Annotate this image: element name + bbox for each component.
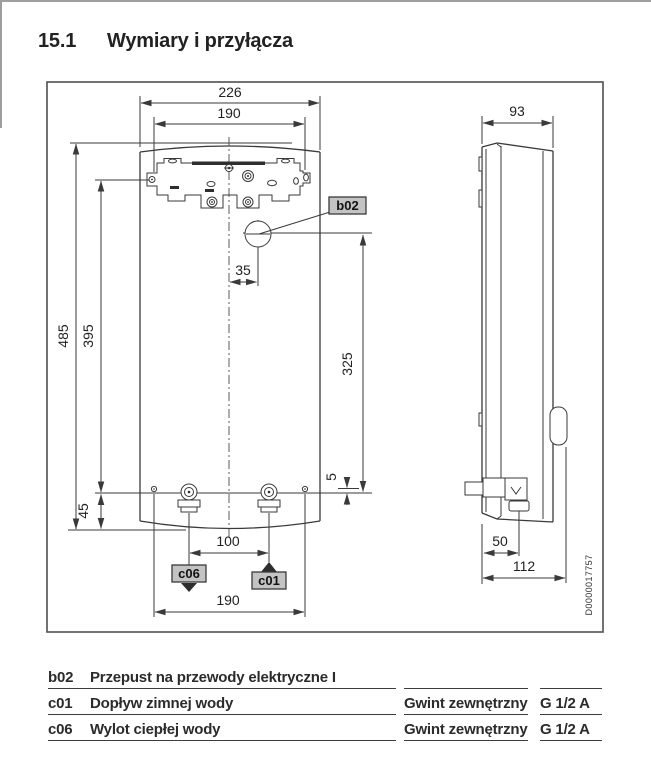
- document-number: D0000017757: [584, 555, 594, 616]
- legend-description: Dopływ zimnej wody: [90, 695, 234, 712]
- c06-label: c06: [178, 566, 200, 581]
- side-top-edge: [481, 142, 554, 152]
- c01-label-box: [251, 571, 287, 590]
- b02-label-box: [328, 196, 367, 215]
- section-heading: 15.1 Wymiary i przyłącza: [38, 30, 293, 53]
- legend-key: c01: [48, 695, 73, 712]
- b02-leader-line: [258, 211, 331, 235]
- hot-water-connection: [177, 483, 201, 513]
- dim-bottom-height: 45: [75, 503, 91, 519]
- front-knob-bump: [549, 406, 568, 446]
- legend-row-b02: b02 Przepust na przewody elektryczne I: [48, 663, 602, 689]
- dim-mounting-height: 395: [80, 324, 96, 348]
- legend-thread-type: Gwint zewnętrzny: [404, 721, 528, 741]
- dim-connection-spacing: 100: [216, 533, 240, 549]
- pipe-fitting: [464, 477, 530, 512]
- dim-cable-height: 325: [339, 352, 355, 376]
- legend-thread-size: [540, 685, 602, 689]
- cold-water-connection: [257, 483, 281, 513]
- dim-hole-offset: 5: [323, 473, 339, 481]
- b02-label: b02: [336, 198, 358, 213]
- c06-flow-arrow-icon: [181, 583, 197, 592]
- dim-bottom-hole-spacing: 190: [216, 592, 240, 608]
- dim-mounting-width: 190: [217, 105, 241, 121]
- legend-description: Przepust na przewody elektryczne I: [90, 669, 336, 686]
- side-bottom-edge: [481, 512, 554, 523]
- scan-artifact-left: [0, 0, 2, 128]
- legend-thread-size: G 1/2 A: [540, 695, 602, 715]
- legend-key: c06: [48, 721, 73, 738]
- legend-description: Wylot ciepłej wody: [90, 721, 221, 738]
- c01-label: c01: [258, 573, 280, 588]
- dim-connection-depth: 50: [492, 533, 508, 549]
- c01-flow-arrow-icon: [261, 562, 277, 572]
- legend-key: b02: [48, 669, 74, 686]
- unit-top-edge: [139, 145, 321, 153]
- c06-label-box: [171, 564, 207, 583]
- section-number: 15.1: [38, 30, 77, 52]
- unit-bottom-edge: [139, 520, 321, 530]
- dim-total-height: 485: [55, 324, 71, 348]
- dim-cable-offset: 35: [235, 262, 251, 278]
- legend-thread-type: Gwint zewnętrzny: [404, 695, 528, 715]
- front-view: b02 226 190 35 485 395 45 5: [55, 84, 372, 617]
- side-view: 93 50 112: [464, 103, 568, 584]
- scan-artifact-top: [0, 0, 651, 2]
- wall-hook-top: [478, 156, 483, 172]
- dim-depth: 93: [509, 103, 525, 119]
- section-title: Wymiary i przyłącza: [107, 30, 293, 52]
- legend-row-c06: c06 Wylot ciepłej wody Gwint zewnętrzny …: [48, 715, 602, 741]
- dim-total-depth: 112: [513, 558, 536, 574]
- legend-table: b02 Przepust na przewody elektryczne I c…: [48, 663, 602, 741]
- legend-thread-type: [404, 685, 528, 689]
- legend-thread-size: G 1/2 A: [540, 721, 602, 741]
- wall-hook-bottom: [478, 412, 483, 427]
- legend-row-c01: c01 Dopływ zimnej wody Gwint zewnętrzny …: [48, 689, 602, 715]
- mounting-bracket: [146, 158, 311, 209]
- dim-total-width: 226: [218, 84, 242, 100]
- drawing-frame: [46, 81, 604, 633]
